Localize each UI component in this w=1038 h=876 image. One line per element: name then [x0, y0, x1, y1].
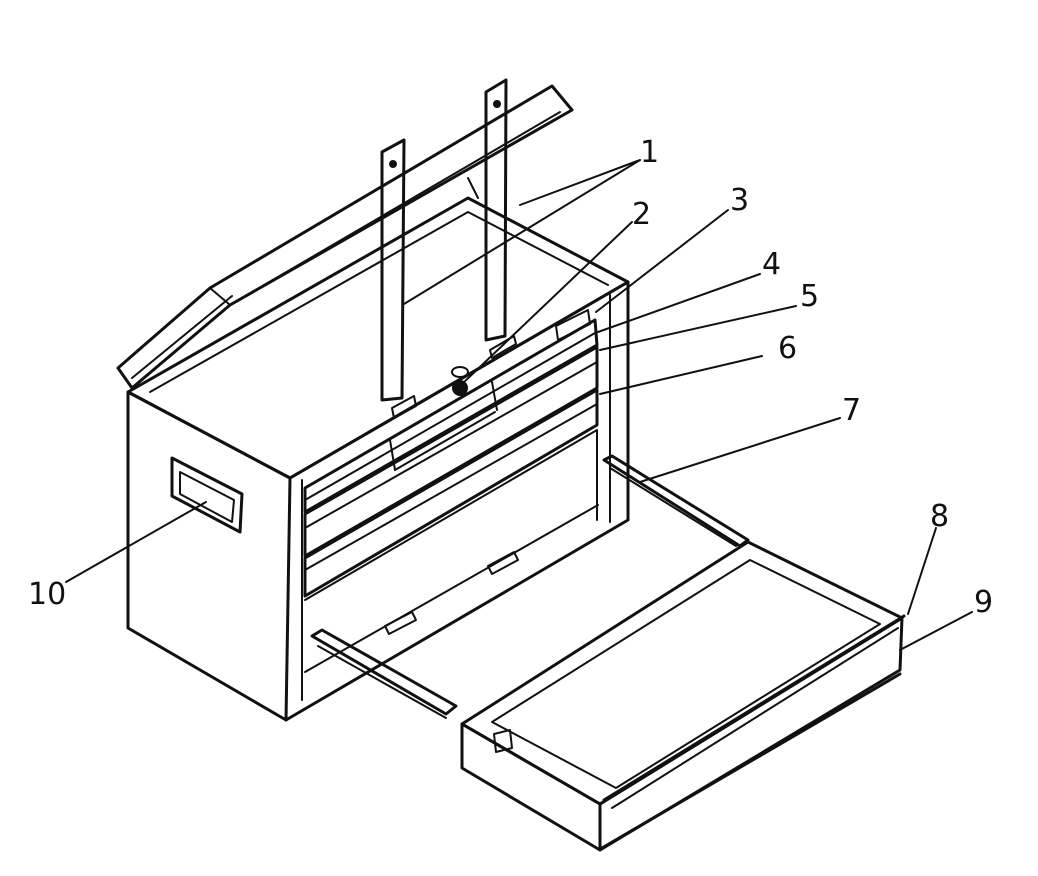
chest-front-frame	[284, 280, 630, 722]
drawer-bay	[304, 429, 599, 673]
side-handle	[170, 456, 244, 534]
callout-7: 7	[842, 393, 861, 428]
callout-8: 8	[930, 499, 949, 534]
drawer-slides	[310, 454, 750, 719]
lock-and-plate	[391, 309, 591, 419]
callout-2: 2	[632, 197, 651, 232]
drawer-stack	[303, 318, 599, 598]
callout-5: 5	[800, 279, 819, 314]
callout-9: 9	[974, 585, 993, 620]
callout-4: 4	[762, 247, 781, 282]
leader-lines	[65, 159, 973, 651]
callout-6: 6	[778, 331, 797, 366]
callout-10: 10	[28, 577, 66, 612]
callout-1: 1	[640, 135, 659, 170]
open-drawer	[460, 540, 906, 852]
chest-side-panel	[126, 390, 292, 722]
callout-3: 3	[730, 183, 749, 218]
lid-stays	[380, 78, 508, 402]
callout-labels: 1 2 3 4 5 6 7 8 9 10	[28, 135, 993, 620]
